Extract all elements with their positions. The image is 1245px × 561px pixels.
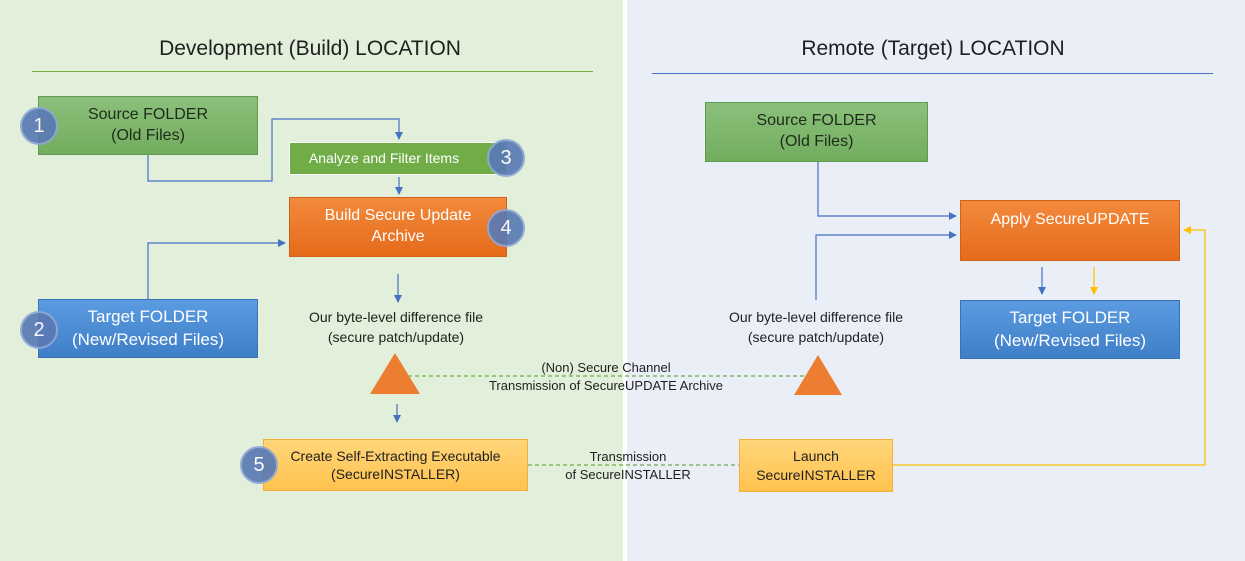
analyze-filter-box: Analyze and Filter Items: [289, 142, 507, 175]
create-installer-title: Create Self-Extracting Executable: [290, 447, 501, 464]
create-installer-box: Create Self-Extracting Executable (Secur…: [263, 439, 528, 491]
dev-diff-note: Our byte-level difference file (secure p…: [276, 307, 516, 348]
step-badge-4: 4: [487, 209, 525, 247]
development-location-title: Development (Build) LOCATION: [159, 37, 461, 60]
remote-diff-note: Our byte-level difference file (secure p…: [696, 307, 936, 348]
connector-remote-diff-to-apply: [815, 231, 957, 300]
remote-source-folder-subtitle: (Old Files): [779, 133, 854, 150]
build-archive-title: Build Secure Update: [324, 207, 472, 225]
archive-send-triangle: [370, 353, 420, 394]
remote-target-folder-box: Target FOLDER (New/Revised Files): [960, 300, 1180, 359]
archive-channel-line2: Transmission of SecureUPDATE Archive: [488, 378, 724, 394]
archive-channel-line1: (Non) Secure Channel: [541, 360, 671, 375]
installer-channel-label: Transmission of SecureINSTALLER: [548, 448, 708, 484]
remote-target-folder-subtitle: (New/Revised Files): [993, 330, 1147, 350]
create-installer-subtitle: (SecureINSTALLER): [331, 466, 460, 482]
remote-source-folder-title: Source FOLDER: [756, 112, 877, 130]
launch-installer-box: Launch SecureINSTALLER: [739, 439, 893, 492]
launch-installer-title: Launch: [793, 448, 839, 465]
dev-source-folder-subtitle: (Old Files): [111, 126, 185, 144]
remote-diff-note-line2: (secure patch/update): [747, 329, 885, 346]
remote-source-folder-box: Source FOLDER (Old Files): [705, 102, 928, 162]
archive-receive-triangle: [794, 355, 842, 395]
remote-target-folder-title: Target FOLDER: [1009, 308, 1131, 328]
remote-title-rule: [652, 73, 1213, 74]
development-title-rule: [32, 71, 593, 72]
remote-location-title: Remote (Target) LOCATION: [801, 37, 1065, 60]
connector-remote-source-to-apply: [817, 162, 957, 220]
step-badge-2: 2: [20, 311, 58, 349]
installer-channel-line1: Transmission: [589, 449, 667, 464]
dev-target-folder-subtitle: (New/Revised Files): [71, 329, 225, 349]
step-badge-1: 1: [20, 107, 58, 145]
connector-source-to-analyze: [147, 118, 403, 182]
dev-source-folder-title: Source FOLDER: [87, 105, 209, 123]
archive-channel-label: (Non) Secure Channel Transmission of Sec…: [446, 359, 766, 395]
dev-source-folder-box: Source FOLDER (Old Files): [38, 96, 258, 155]
apply-update-box: Apply SecureUPDATE: [960, 200, 1180, 261]
connector-target-to-build: [147, 239, 286, 299]
dev-target-folder-title: Target FOLDER: [87, 307, 209, 327]
step-badge-5: 5: [240, 446, 278, 484]
build-archive-box: Build Secure Update Archive: [289, 197, 507, 257]
connector-launch-to-apply: [893, 226, 1206, 466]
remote-diff-note-line1: Our byte-level difference file: [728, 309, 904, 325]
dev-diff-note-line1: Our byte-level difference file: [308, 309, 484, 325]
remote-location-panel: [627, 0, 1245, 561]
installer-channel-line2: of SecureINSTALLER: [565, 467, 691, 483]
dev-diff-note-line2: (secure patch/update): [327, 329, 465, 346]
launch-installer-subtitle: SecureINSTALLER: [756, 466, 876, 483]
analyze-filter-label: Analyze and Filter Items: [308, 150, 460, 167]
dev-target-folder-box: Target FOLDER (New/Revised Files): [38, 299, 258, 358]
build-archive-subtitle: Archive: [371, 228, 425, 245]
apply-update-label: Apply SecureUPDATE: [990, 211, 1150, 228]
step-badge-3: 3: [487, 139, 525, 177]
